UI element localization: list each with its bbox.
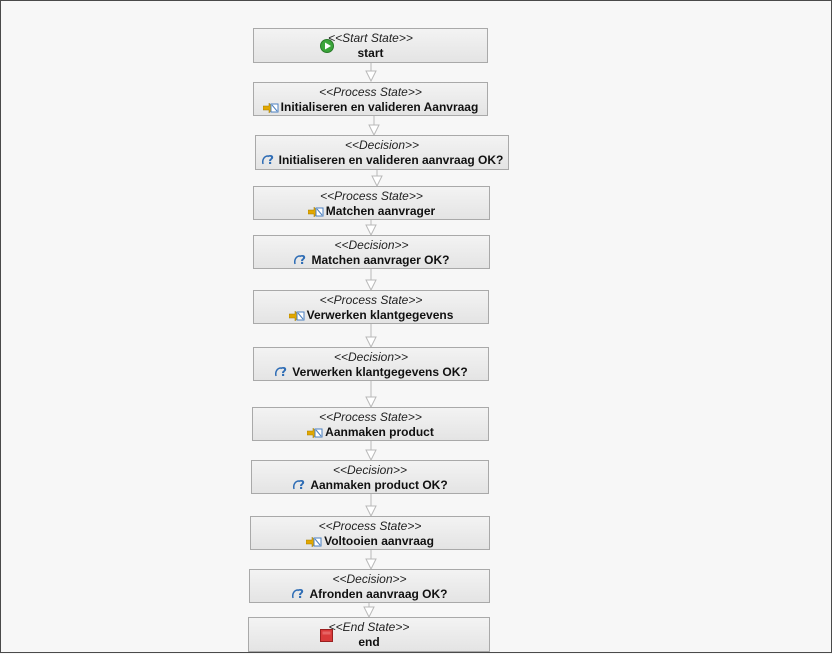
decision-node[interactable]: <<Decision>> ? Aanmaken product OK?	[251, 460, 489, 494]
edge-arrow	[365, 324, 377, 349]
node-label: Afronden aanvraag OK?	[309, 587, 448, 601]
edge-arrow	[365, 550, 377, 571]
edge-arrow	[365, 441, 377, 462]
process-state-node[interactable]: <<Process State>> Verwerken klantgegeven…	[253, 290, 489, 324]
svg-text:?: ?	[267, 153, 274, 167]
process-state-node[interactable]: <<Process State>> Matchen aanvrager	[253, 186, 490, 220]
node-label: start	[357, 46, 384, 60]
decision-node[interactable]: <<Decision>> ? Afronden aanvraag OK?	[249, 569, 490, 603]
node-label: Verwerken klantgegevens	[306, 308, 454, 322]
node-stereotype: <<Process State>>	[320, 189, 423, 203]
node-label: Initialiseren en valideren Aanvraag	[280, 100, 479, 114]
node-stereotype: <<Decision>>	[334, 238, 409, 252]
edge-arrow	[365, 63, 377, 83]
decision-node[interactable]: <<Decision>> ? Matchen aanvrager OK?	[253, 235, 490, 269]
node-label: Aanmaken product OK?	[310, 478, 448, 492]
decision-icon: ?	[293, 478, 305, 492]
node-stereotype: <<Process State>>	[319, 293, 423, 307]
decision-icon: ?	[261, 153, 274, 167]
svg-text:?: ?	[298, 478, 305, 492]
edge-arrow	[365, 269, 377, 292]
node-label: Verwerken klantgegevens OK?	[292, 365, 468, 379]
node-label: Initialiseren en valideren aanvraag OK?	[278, 153, 504, 167]
node-stereotype: <<Decision>>	[344, 138, 420, 152]
node-label: end	[358, 635, 380, 649]
process-state-node[interactable]: <<Process State>> Aanmaken product	[252, 407, 489, 441]
process-state-icon	[307, 206, 324, 218]
edge-arrow	[368, 116, 380, 137]
process-state-icon	[306, 536, 322, 548]
decision-node[interactable]: <<Decision>> ? Verwerken klantgegevens O…	[253, 347, 489, 381]
edge-arrow	[365, 494, 377, 518]
edge-arrow	[365, 381, 377, 409]
svg-text:?: ?	[280, 365, 287, 379]
decision-icon: ?	[275, 365, 287, 379]
node-label: Voltooien aanvraag	[324, 534, 434, 548]
node-label: Matchen aanvrager	[325, 204, 436, 218]
node-stereotype: <<Process State>>	[318, 519, 422, 533]
end-icon	[320, 629, 333, 642]
edge-arrow	[363, 603, 375, 619]
node-stereotype: <<Start State>>	[328, 31, 413, 45]
svg-text:?: ?	[299, 253, 306, 267]
node-stereotype: <<Decision>>	[332, 463, 408, 477]
node-stereotype: <<Decision>>	[332, 572, 407, 586]
node-label: Aanmaken product	[325, 425, 434, 439]
node-label: Matchen aanvrager OK?	[311, 253, 450, 267]
node-stereotype: <<Process State>>	[319, 85, 422, 99]
start-icon	[320, 39, 334, 53]
process-state-node[interactable]: <<Process State>> Initialiseren en valid…	[253, 82, 488, 116]
process-state-node[interactable]: <<Process State>> Voltooien aanvraag	[250, 516, 490, 550]
node-stereotype: <<End State>>	[328, 620, 410, 634]
edge-arrow	[371, 170, 383, 188]
svg-text:?: ?	[297, 587, 304, 601]
process-state-icon	[262, 102, 279, 114]
edge-arrow	[365, 220, 377, 237]
decision-icon: ?	[294, 253, 306, 267]
decision-icon: ?	[292, 587, 304, 601]
decision-node[interactable]: <<Decision>> ? Initialiseren en validere…	[255, 135, 509, 170]
node-stereotype: <<Process State>>	[319, 410, 422, 424]
end-state-node[interactable]: <<End State>> end	[248, 617, 490, 652]
start-state-node[interactable]: <<Start State>> start	[253, 28, 488, 63]
node-stereotype: <<Decision>>	[333, 350, 409, 364]
process-state-icon	[307, 427, 323, 439]
process-state-icon	[288, 310, 305, 322]
